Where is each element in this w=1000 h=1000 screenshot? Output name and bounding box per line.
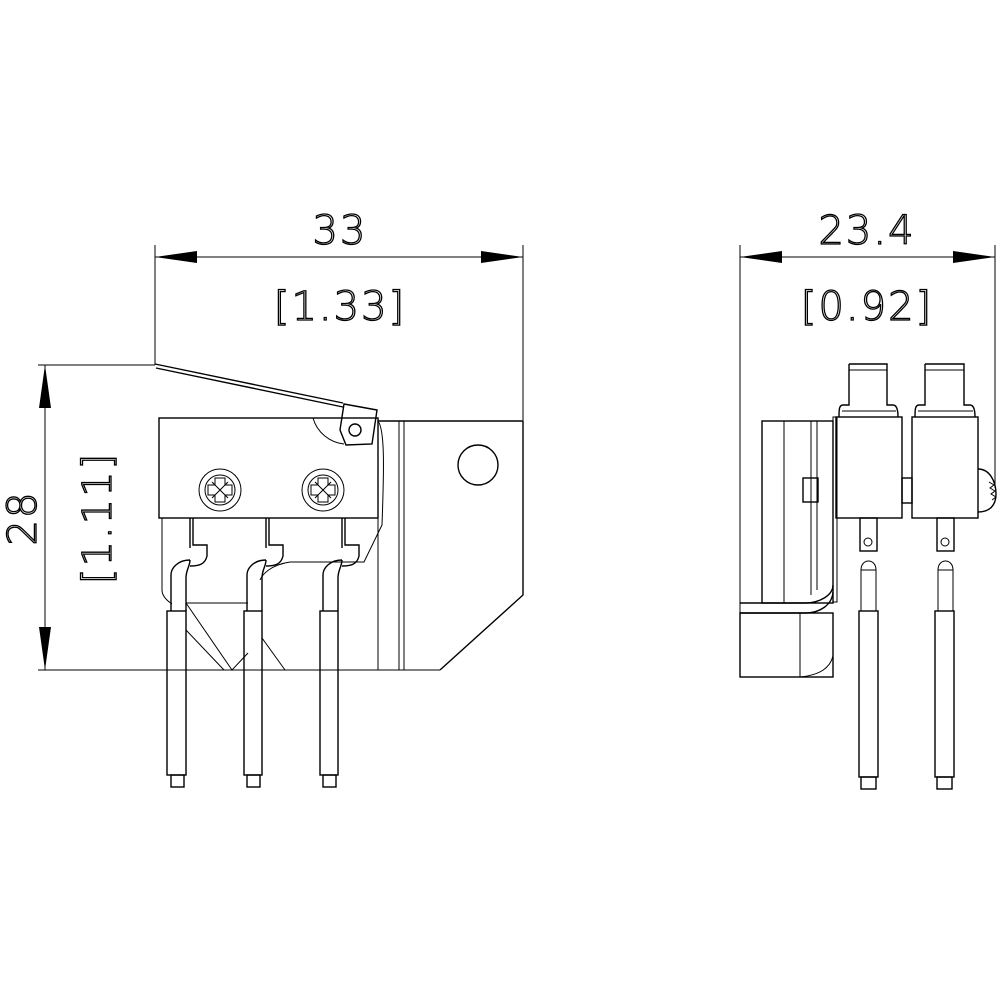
front-view: 33 [1.33] 28 [1.11] <box>0 207 524 788</box>
terminal-pin-2 <box>243 518 284 788</box>
bracket-plate <box>378 420 524 671</box>
height-dimension: 28 [1.11] <box>0 364 440 671</box>
switch-side-2 <box>911 363 997 790</box>
height-mm-label: 28 <box>0 491 46 546</box>
terminal-pin-1 <box>166 518 208 788</box>
side-view: 23.4 [0.92] <box>739 207 997 790</box>
screw-right <box>301 468 345 512</box>
switch-lever <box>154 363 378 446</box>
width-dimension-front: 33 [1.33] <box>154 207 524 420</box>
switch-spacer <box>901 477 913 504</box>
width-mm-label: 33 <box>313 208 368 254</box>
width-dimension-side: 23.4 [0.92] <box>739 207 996 675</box>
height-in-label: [1.11] <box>75 452 121 584</box>
width-in-label: [1.33] <box>274 284 406 330</box>
side-width-in-label: [0.92] <box>801 284 933 330</box>
terminal-pin-3 <box>319 518 360 788</box>
switch-side-1 <box>835 363 903 790</box>
screw-head-side <box>977 468 997 513</box>
side-width-mm-label: 23.4 <box>818 208 915 254</box>
switch-body <box>158 417 379 519</box>
roller-pivot <box>348 423 362 437</box>
screw-left <box>198 468 242 512</box>
mounting-hole <box>457 444 499 486</box>
bracket-side <box>739 416 838 678</box>
